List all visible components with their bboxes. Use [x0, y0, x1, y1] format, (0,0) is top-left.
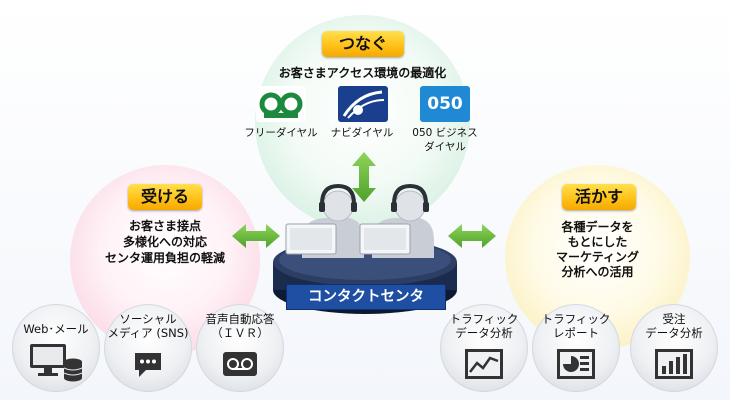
channel-ivr-line2: （ＩＶＲ） — [211, 326, 269, 340]
receive-line-3: センタ運用負担の軽減 — [104, 251, 225, 265]
free-dial-label: フリーダイヤル — [244, 127, 318, 139]
utilize-badge: 活かす — [562, 184, 636, 210]
channel-web-mail-label: Web･メール — [23, 322, 89, 336]
channel-ivr-line1: 音声自動応答 — [205, 312, 275, 326]
line-chart-icon — [465, 349, 503, 379]
contact-center-label: コンタクトセンタ — [286, 284, 446, 310]
left-double-arrow — [232, 224, 280, 248]
utilize-line-2: もとにした — [567, 235, 628, 249]
050-label-line2: ダイヤル — [424, 141, 466, 153]
traffic-analysis-line2: データ分析 — [455, 326, 513, 340]
order-analysis-line1: 受注 — [662, 312, 686, 326]
navi-dial-label: ナビダイヤル — [330, 127, 394, 139]
utilize-line-3: マーケティング — [555, 250, 640, 264]
connect-headline: お客さまアクセス環境の最適化 — [278, 66, 447, 80]
traffic-report-line1: トラフィック — [541, 312, 611, 326]
050-label-line1: 050 ビジネス — [412, 127, 478, 139]
operator-figure-left — [285, 183, 364, 258]
pc-database-icon — [30, 344, 83, 382]
operator-figure-right — [359, 183, 434, 258]
receive-line-2: 多様化への対応 — [122, 235, 207, 249]
utilize-line-1: 各種データを — [561, 220, 634, 234]
utilize-line-4: 分析への活用 — [561, 265, 634, 279]
navi-dial-icon — [338, 86, 388, 122]
channel-ivr — [196, 304, 284, 392]
report-icon — [557, 349, 595, 379]
connect-badge: つなぐ — [322, 31, 404, 57]
receive-line-1: お客さま接点 — [128, 219, 201, 233]
channel-social-media — [104, 304, 192, 392]
voicemail-icon — [223, 352, 257, 376]
channel-social-line2: メディア (SNS) — [107, 326, 189, 340]
bar-chart-icon — [655, 349, 693, 379]
050-icon: 050 — [420, 86, 470, 122]
traffic-analysis-line1: トラフィック — [449, 312, 519, 326]
channel-social-line1: ソーシャル — [119, 312, 177, 326]
traffic-report-line2: レポート — [553, 326, 599, 340]
chat-bubble-icon — [135, 353, 161, 377]
right-double-arrow — [448, 224, 496, 248]
free-dial-icon — [256, 86, 306, 122]
order-analysis-line2: データ分析 — [645, 326, 703, 340]
vertical-double-arrow — [352, 152, 376, 202]
receive-badge: 受ける — [128, 184, 202, 210]
